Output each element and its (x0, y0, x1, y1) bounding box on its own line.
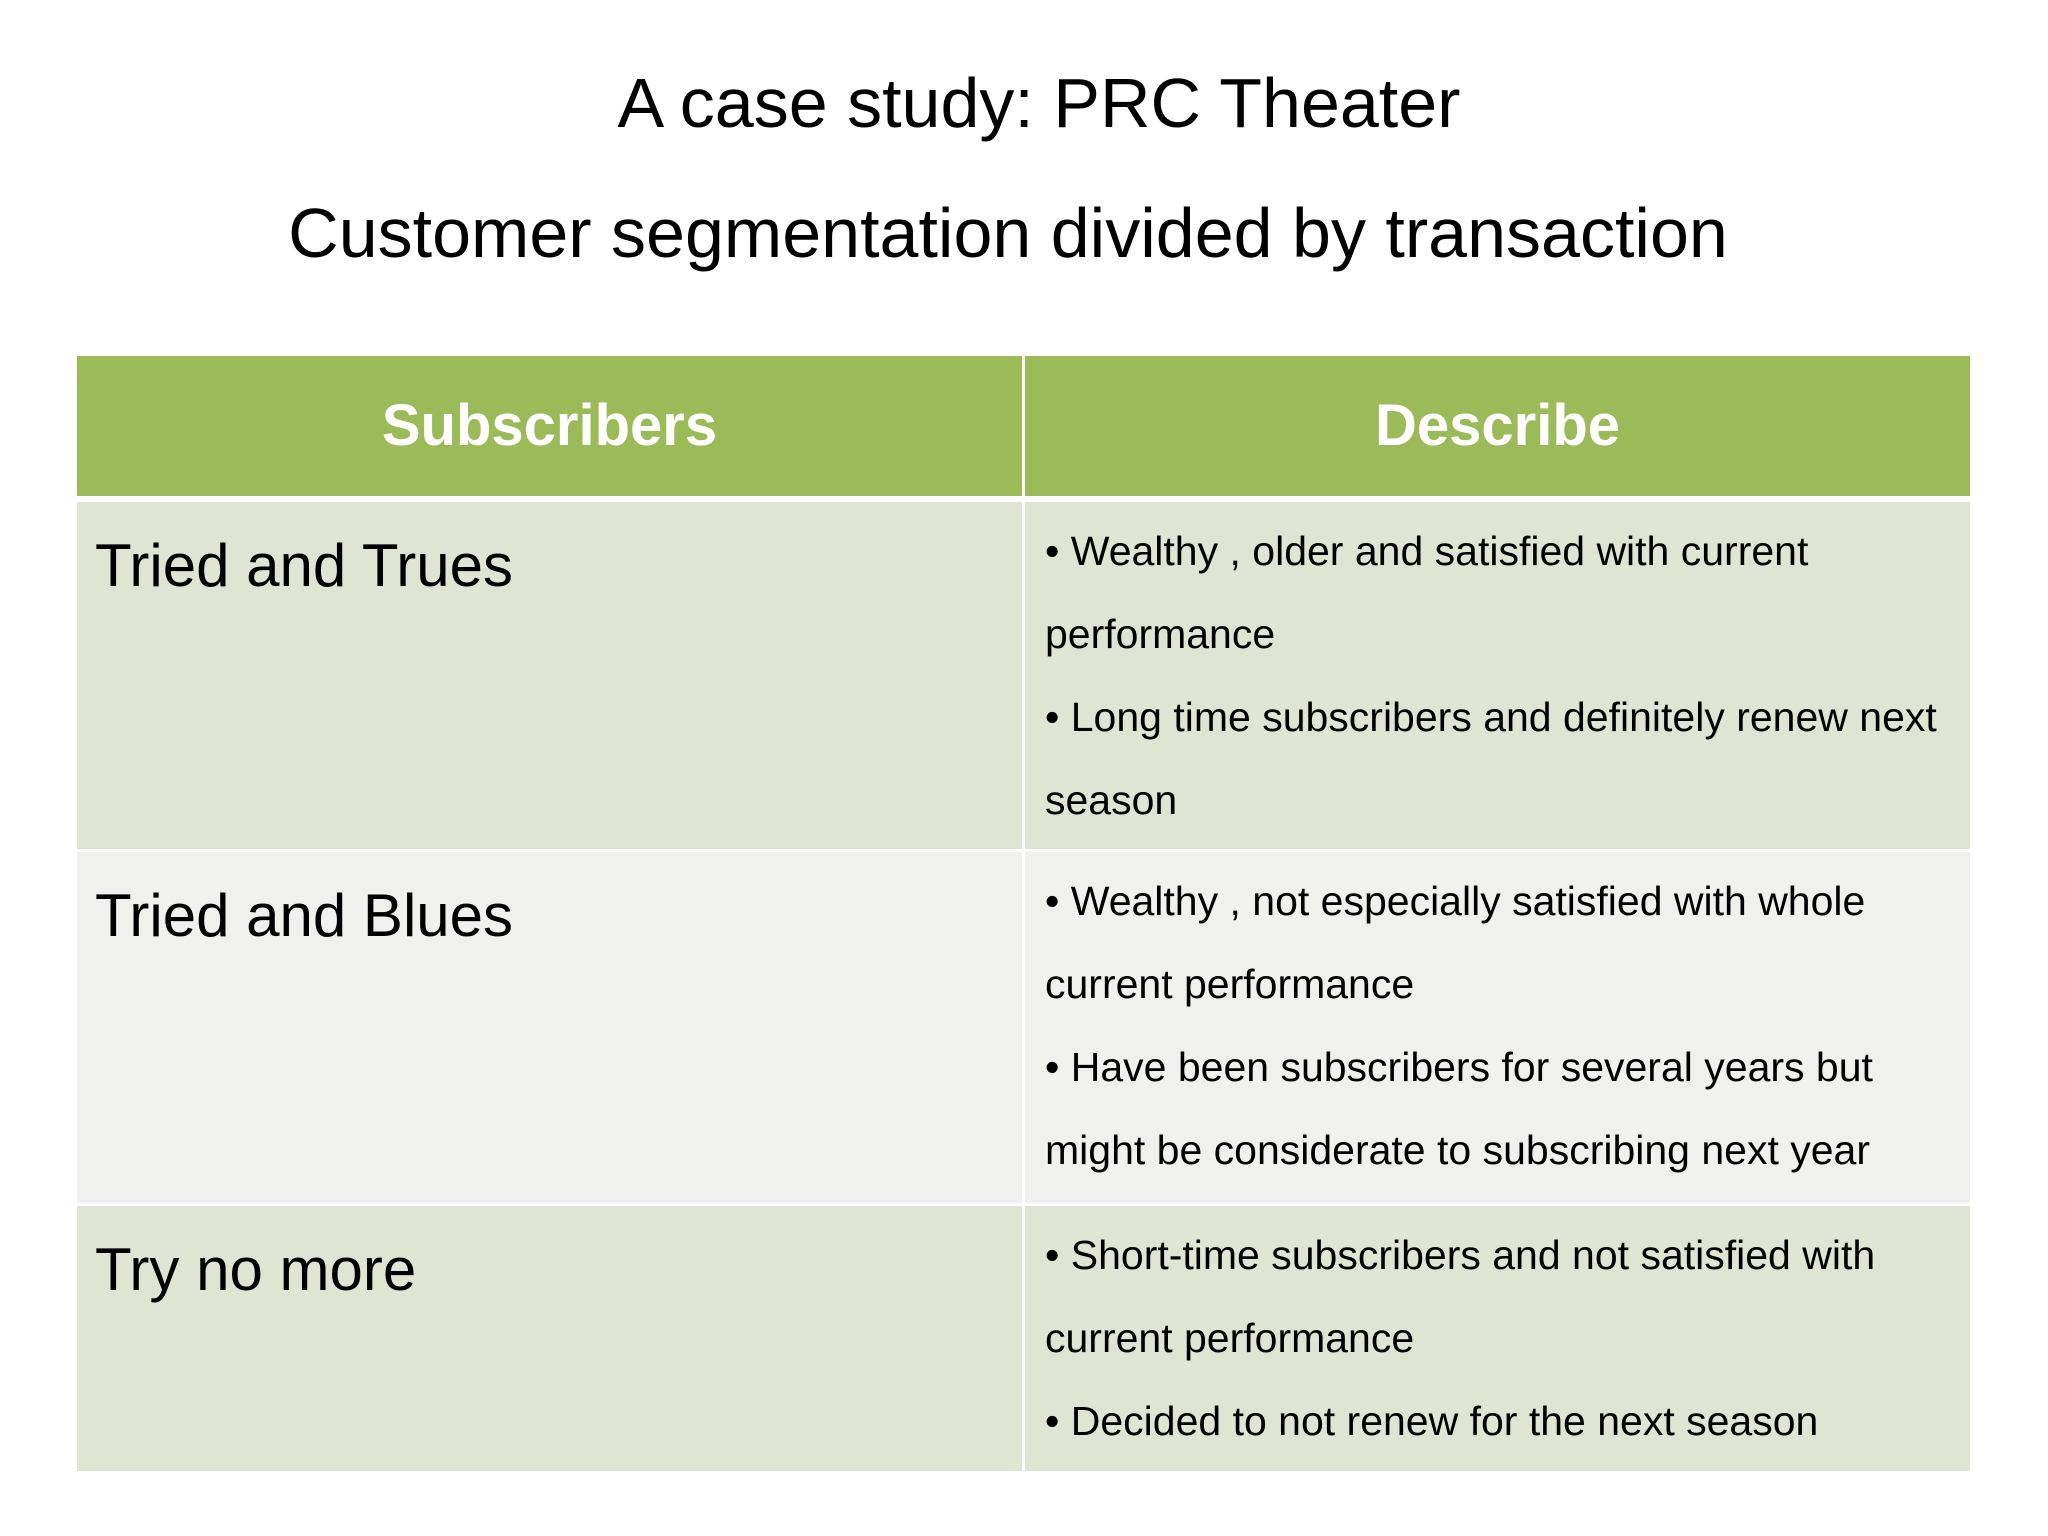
segmentation-table: Subscribers Describe Tried and Trues • W… (74, 353, 1973, 1474)
description-bullet: • Wealthy , not especially satisfied wit… (1045, 878, 1866, 1007)
description-bullet: • Short-time subscribers and not satisfi… (1045, 1232, 1876, 1361)
header-subscribers: Subscribers (74, 353, 1025, 502)
table-header-row: Subscribers Describe (74, 353, 1973, 502)
description-bullet: • Decided to not renew for the next seas… (1045, 1398, 1819, 1444)
segment-description: • Wealthy , older and satisfied with cur… (1022, 497, 1973, 852)
table-row: Tried and Trues • Wealthy , older and sa… (74, 497, 1973, 852)
segment-name: Tried and Trues (74, 497, 1025, 852)
description-bullet: • Long time subscribers and definitely r… (1045, 693, 1937, 823)
description-bullet: • Wealthy , older and satisfied with cur… (1045, 527, 1809, 657)
segment-name: Tried and Blues (74, 849, 1025, 1206)
segment-description: • Wealthy , not especially satisfied wit… (1022, 849, 1973, 1206)
slide-title: A case study: PRC Theater (617, 64, 1461, 142)
description-bullet: • Have been subscribers for several year… (1045, 1044, 1873, 1173)
segment-name: Try no more (74, 1203, 1025, 1474)
table-row: Tried and Blues • Wealthy , not especial… (74, 849, 1973, 1206)
slide-subtitle: Customer segmentation divided by transac… (288, 194, 1728, 272)
segment-description: • Short-time subscribers and not satisfi… (1022, 1203, 1973, 1474)
table-row: Try no more • Short-time subscribers and… (74, 1203, 1973, 1474)
header-describe: Describe (1022, 353, 1973, 502)
